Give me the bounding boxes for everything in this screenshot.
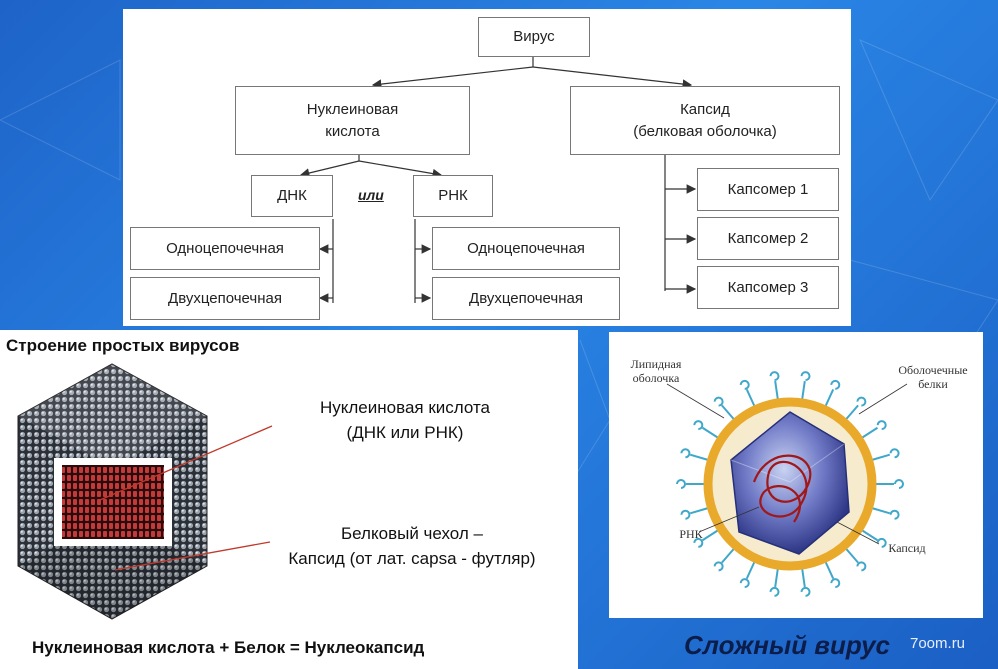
protein-spike-stem bbox=[801, 568, 806, 588]
protein-spike-head bbox=[800, 586, 811, 597]
complex-virus-panel: Липидная оболочка Оболочечные белки РНК … bbox=[609, 332, 983, 618]
virus-structure-tree: Вирус Нуклеиновая кислота Капсид (белков… bbox=[123, 9, 851, 326]
protein-spike-stem bbox=[824, 388, 835, 407]
node-capsomer-2: Капсомер 2 bbox=[697, 217, 839, 260]
protein-spike-stem bbox=[689, 507, 708, 515]
node-capsid-label: Капсид (белковая оболочка) bbox=[633, 100, 777, 140]
node-dna: ДНК bbox=[251, 175, 333, 217]
protein-spike-head bbox=[713, 561, 724, 572]
protein-spike-head bbox=[830, 379, 841, 390]
protein-spike-head bbox=[800, 371, 811, 382]
protein-spike-stem bbox=[721, 548, 735, 564]
nucleic-acid-core bbox=[62, 465, 164, 539]
node-rna: РНК bbox=[413, 175, 493, 217]
protein-spike-head bbox=[856, 396, 867, 407]
simple-virus-panel: Строение простых вирусов Нуклеиновая кис… bbox=[0, 330, 578, 669]
protein-spike-head bbox=[856, 561, 867, 572]
protein-spike-stem bbox=[701, 529, 719, 542]
node-dna-double-label: Двухцепочечная bbox=[168, 289, 282, 307]
protein-spike-stem bbox=[701, 426, 719, 439]
node-capsomer-1: Капсомер 1 bbox=[697, 168, 839, 211]
node-rna-single: Одноцепочечная bbox=[432, 227, 620, 270]
complex-virus-caption: Сложный вирус bbox=[684, 630, 891, 660]
protein-spike-head bbox=[676, 479, 686, 489]
node-rna-label: РНК bbox=[438, 187, 468, 205]
nucleocapsid-formula: Нуклеиновая кислота + Белок = Нуклеокапс… bbox=[32, 638, 425, 657]
node-capsomer-3: Капсомер 3 bbox=[697, 266, 839, 309]
protein-spike-head bbox=[713, 396, 724, 407]
protein-spike-stem bbox=[845, 404, 859, 420]
watermark: 7oom.ru bbox=[910, 635, 966, 652]
protein-spike-stem bbox=[861, 529, 879, 542]
label-capsid-complex: Капсид bbox=[888, 541, 926, 555]
pointer-lines bbox=[99, 425, 273, 571]
label-lipid-envelope: Липидная оболочка bbox=[630, 357, 682, 385]
node-dna-double: Двухцепочечная bbox=[130, 277, 320, 320]
node-capsomer-3-label: Капсомер 3 bbox=[727, 278, 809, 296]
protein-spike-head bbox=[876, 537, 887, 548]
node-rna-double: Двухцепочечная bbox=[432, 277, 620, 320]
protein-spike-stem bbox=[721, 404, 735, 420]
node-nucleic-acid-label: Нуклеиновая кислота bbox=[306, 100, 399, 140]
label-rna: РНК bbox=[679, 527, 703, 541]
protein-spike-stem bbox=[745, 561, 756, 580]
label-envelope-proteins: Оболочечные белки bbox=[898, 363, 968, 391]
envelope-protein-spikes bbox=[676, 371, 904, 597]
protein-spike-head bbox=[739, 578, 750, 589]
protein-spike-head bbox=[769, 371, 780, 382]
node-dna-single-label: Одноцепочечная bbox=[166, 239, 284, 257]
protein-spike-stem bbox=[845, 548, 859, 564]
protein-spike-stem bbox=[689, 453, 708, 461]
node-rna-single-label: Одноцепочечная bbox=[467, 239, 585, 257]
node-dna-label: ДНК bbox=[277, 187, 307, 205]
node-virus-label: Вирус bbox=[513, 28, 555, 46]
protein-spike-head bbox=[889, 509, 900, 520]
protein-spike-stem bbox=[801, 380, 806, 400]
capsid-polyhedron bbox=[730, 411, 850, 555]
simple-virus-illustration bbox=[17, 363, 208, 620]
protein-spike-stem bbox=[872, 507, 891, 515]
tree-connectors bbox=[299, 57, 697, 303]
protein-spike-head bbox=[876, 420, 887, 431]
protein-spike-head bbox=[769, 586, 780, 597]
node-nucleic-acid: Нуклеиновая кислота bbox=[235, 86, 470, 155]
simple-virus-title: Строение простых вирусов bbox=[6, 336, 240, 355]
protein-spike-head bbox=[739, 379, 750, 390]
or-label: или bbox=[358, 187, 384, 203]
node-dna-single: Одноцепочечная bbox=[130, 227, 320, 270]
protein-spike-stem bbox=[824, 561, 835, 580]
protein-spike-head bbox=[693, 420, 704, 431]
node-capsomer-1-label: Капсомер 1 bbox=[727, 180, 809, 198]
protein-spike-stem bbox=[745, 388, 756, 407]
protein-spike-head bbox=[680, 509, 691, 520]
protein-spike-head bbox=[680, 448, 691, 459]
node-rna-double-label: Двухцепочечная bbox=[469, 289, 583, 307]
node-capsid: Капсид (белковая оболочка) bbox=[570, 86, 840, 155]
protein-spike-stem bbox=[872, 453, 891, 461]
protein-spike-stem bbox=[774, 568, 779, 588]
protein-spike-head bbox=[830, 578, 841, 589]
protein-spike-head bbox=[894, 479, 904, 489]
protein-spike-stem bbox=[774, 380, 779, 400]
protein-spike-head bbox=[889, 448, 900, 459]
complex-virus-illustration bbox=[666, 371, 908, 597]
protein-spike-stem bbox=[861, 426, 879, 439]
protein-spike-head bbox=[693, 537, 704, 548]
node-capsomer-2-label: Капсомер 2 bbox=[727, 229, 809, 247]
label-nucleic-acid: Нуклеиновая кислота (ДНК или РНК) bbox=[319, 398, 491, 442]
node-virus: Вирус bbox=[478, 17, 590, 57]
label-protein-capsid: Белковый чехол – Капсид (от лат. capsa -… bbox=[288, 524, 536, 568]
rna-strand bbox=[752, 454, 812, 523]
